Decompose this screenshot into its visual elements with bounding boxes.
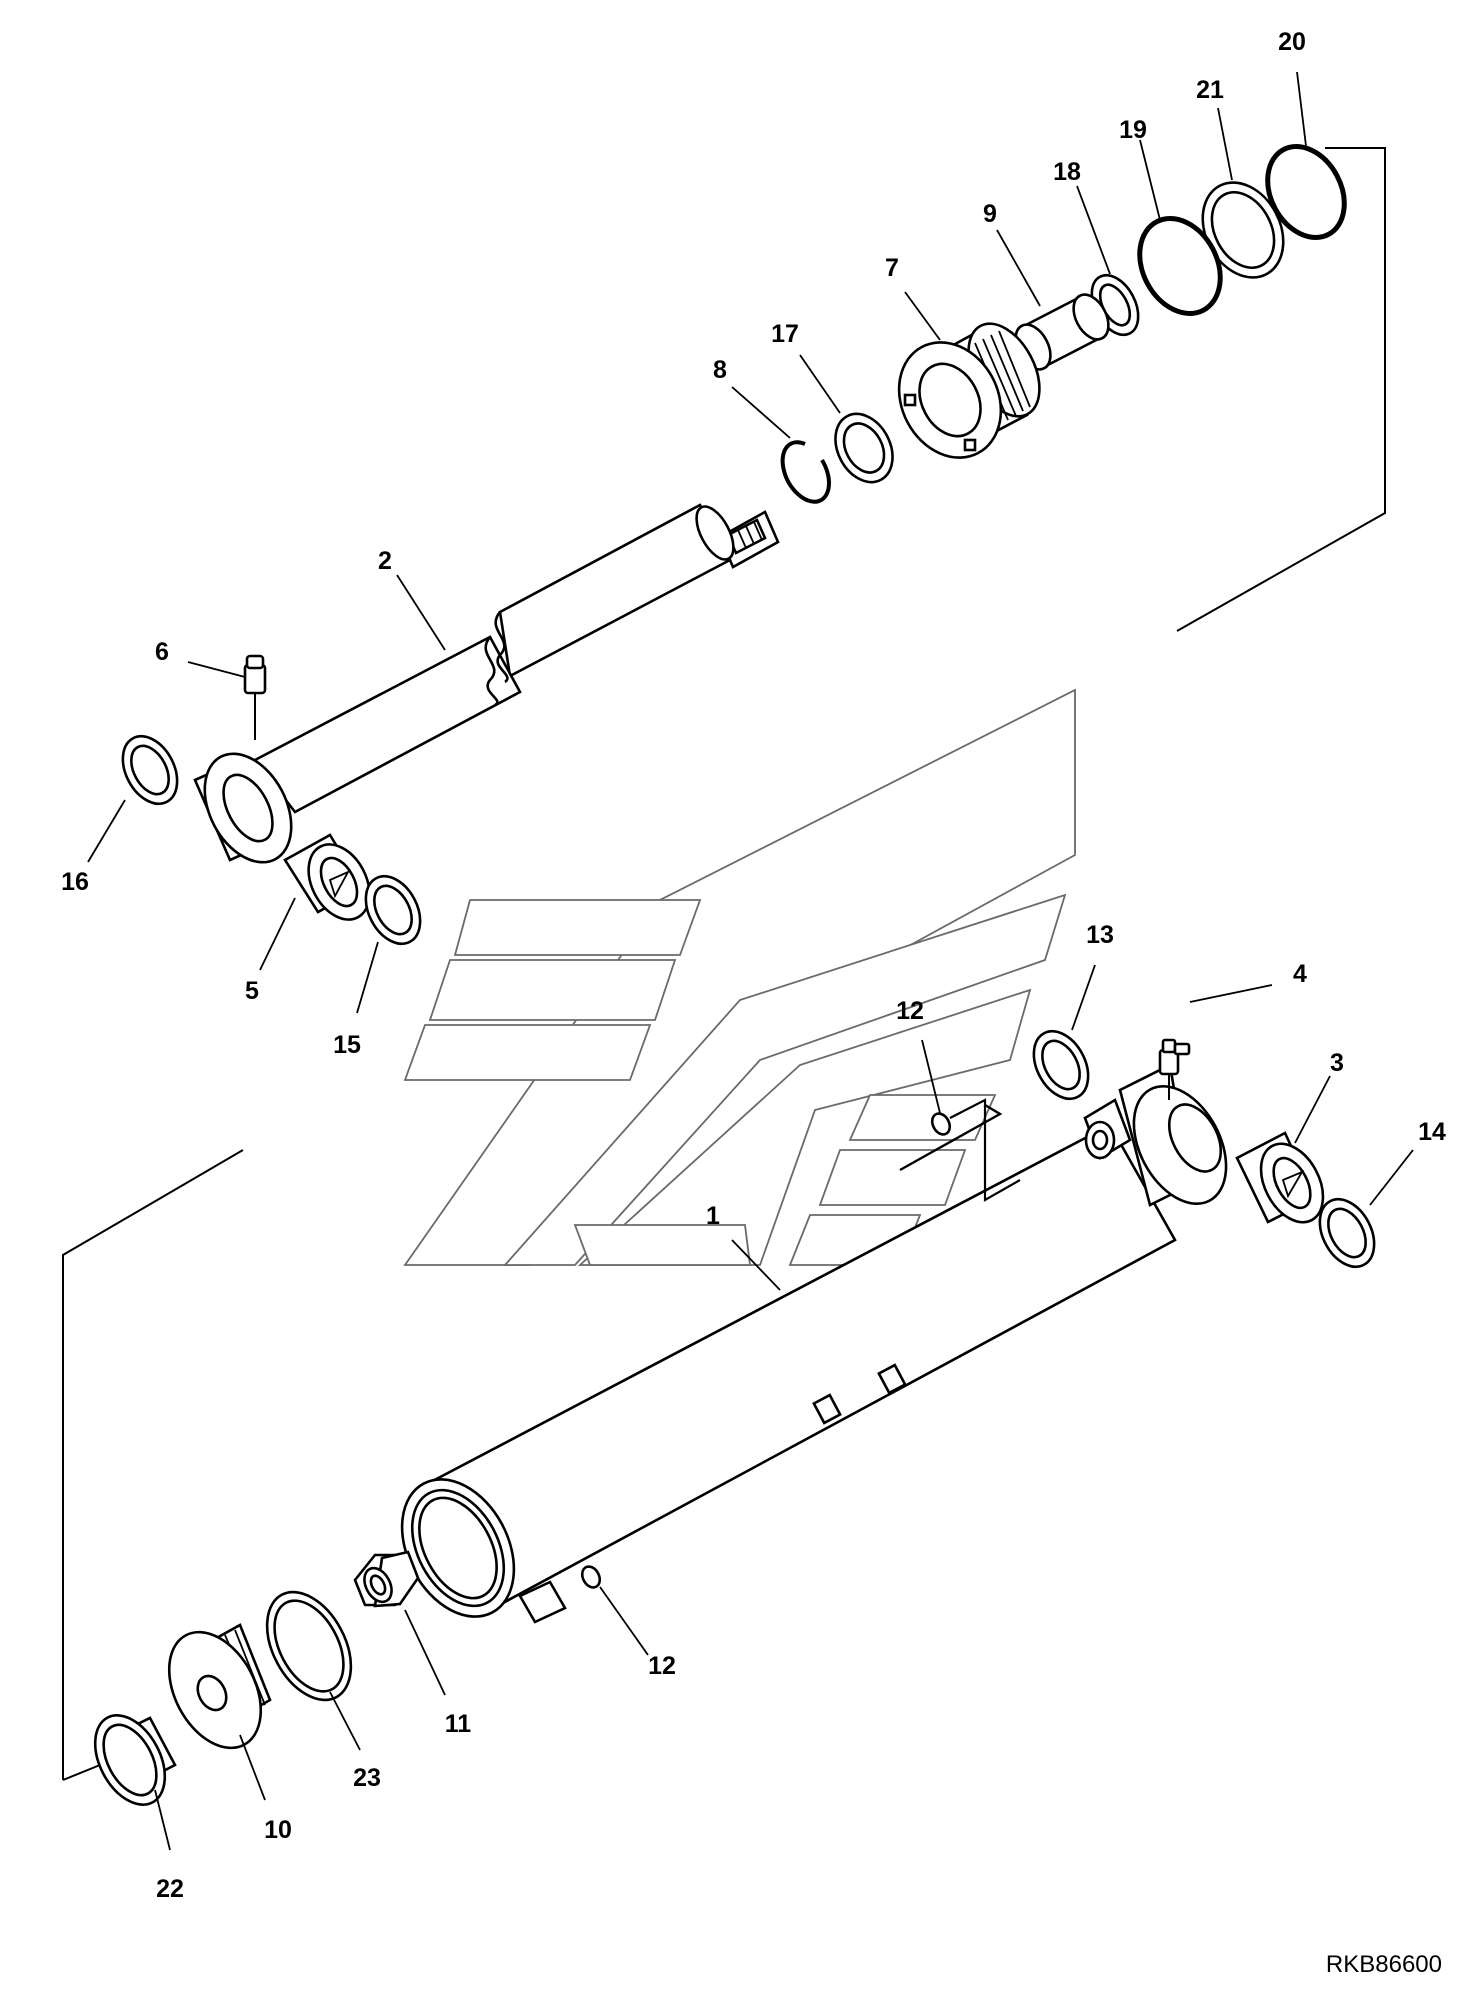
- callout-labels: 20 21 19 18 9 7 17 8 2 6 16 5 15 13 4 12…: [61, 28, 1446, 1903]
- callout-23: 23: [353, 1764, 381, 1792]
- callout-22: 22: [156, 1875, 184, 1903]
- callout-12-upper: 12: [896, 997, 924, 1025]
- callout-12-lower: 12: [648, 1652, 676, 1680]
- part-10-piston: [167, 1623, 272, 1750]
- part-9-bushing: [1014, 293, 1110, 371]
- part-19-o-ring: [1137, 216, 1223, 316]
- part-17-ring: [834, 412, 894, 484]
- part-4-grease-fitting: [1158, 1038, 1191, 1100]
- part-3-bushing: [1235, 1131, 1325, 1224]
- callout-9: 9: [983, 200, 997, 228]
- part-21-backup-ring: [1201, 181, 1285, 279]
- part-20-o-ring: [1265, 144, 1347, 240]
- part-11-nut: [353, 1550, 420, 1608]
- callout-16: 16: [61, 868, 89, 896]
- cylinder-bottom-eye: [1118, 1063, 1228, 1207]
- callout-6: 6: [155, 638, 169, 666]
- part-6-grease-fitting: [243, 654, 267, 740]
- watermark-logo: [403, 688, 1076, 1266]
- callout-5: 5: [245, 977, 259, 1005]
- callout-11: 11: [445, 1710, 472, 1738]
- part-7-cylinder-head: [897, 322, 1041, 459]
- part-8-snap-ring: [780, 440, 831, 504]
- part-14-dust-seal: [1318, 1197, 1376, 1269]
- part-15-dust-seal: [364, 874, 422, 946]
- callout-15: 15: [333, 1031, 361, 1059]
- part-16-dust-seal: [121, 734, 179, 806]
- callout-4: 4: [1293, 960, 1307, 988]
- callout-18: 18: [1053, 158, 1081, 186]
- callout-1: 1: [706, 1202, 720, 1230]
- callout-17: 17: [771, 320, 799, 348]
- callout-13: 13: [1086, 921, 1114, 949]
- part-22-ring: [93, 1714, 177, 1806]
- callout-3: 3: [1330, 1049, 1344, 1077]
- part-2-piston-rod: [253, 503, 780, 814]
- part-12-o-ring-upper: [930, 1112, 952, 1136]
- part-23-ring: [265, 1590, 353, 1702]
- callout-14: 14: [1418, 1118, 1446, 1146]
- part-1-cylinder-tube: [400, 1103, 1177, 1624]
- leader-lines: [87, 71, 1414, 1851]
- callout-10: 10: [264, 1816, 292, 1844]
- rod-eye: [193, 752, 293, 864]
- callout-8: 8: [713, 356, 727, 384]
- callout-21: 21: [1196, 76, 1224, 104]
- callout-2: 2: [378, 547, 392, 575]
- drawing-reference-code: RKB86600: [1326, 1951, 1442, 1978]
- callout-7: 7: [885, 254, 899, 282]
- part-12-o-ring-lower: [580, 1565, 602, 1589]
- callout-19: 19: [1119, 116, 1147, 144]
- callout-20: 20: [1278, 28, 1306, 56]
- hose-elbow-fitting: [1083, 1098, 1132, 1160]
- part-13-dust-seal: [1032, 1029, 1090, 1101]
- assembly-frame-lines: [62, 147, 1386, 1781]
- part-5-bushing: [283, 833, 371, 921]
